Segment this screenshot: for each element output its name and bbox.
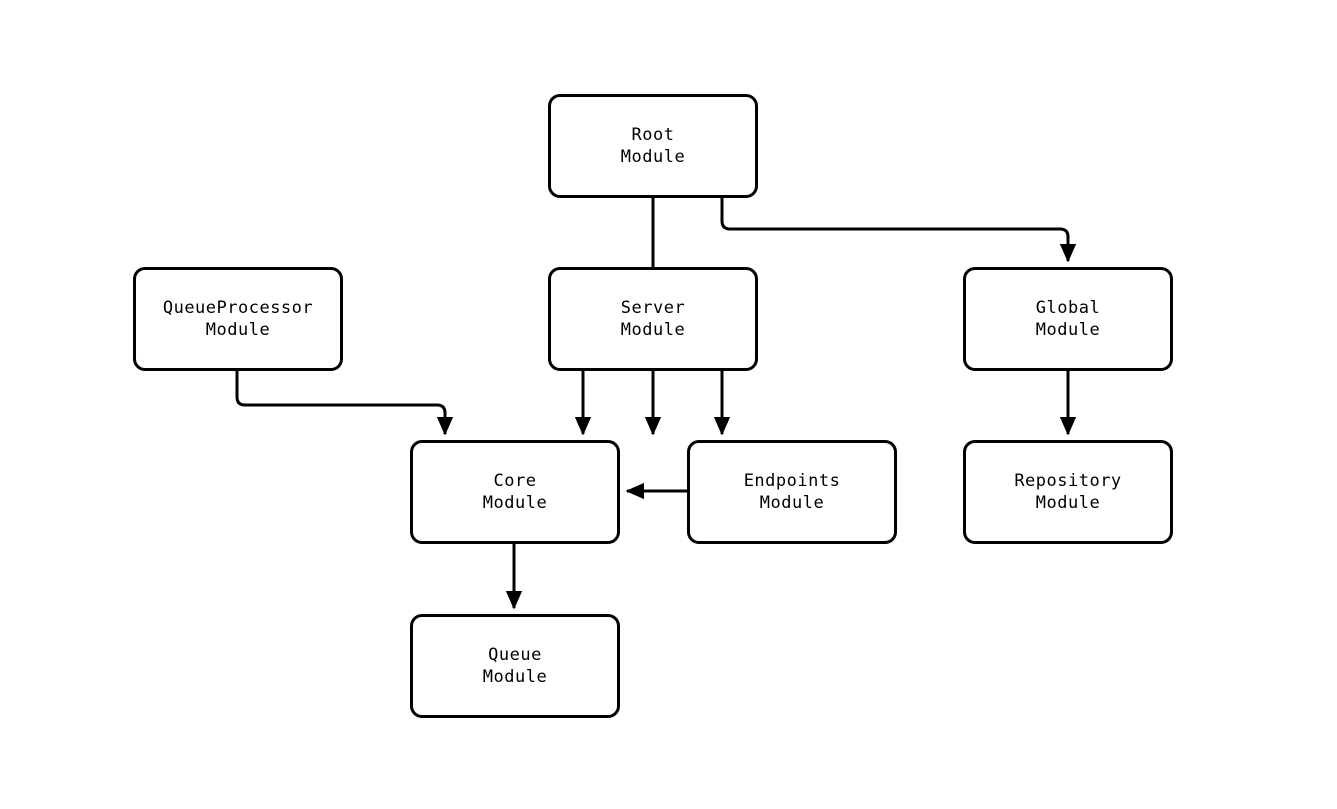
- node-core-module-name: Core: [493, 471, 537, 491]
- node-root-module[interactable]: Root Module: [548, 94, 758, 198]
- edge-queueprocessor-to-core: [235, 371, 454, 436]
- node-global-module-suffix: Module: [1035, 320, 1101, 340]
- edge-root-to-global: [720, 198, 1077, 263]
- node-endpoints-module-name: Endpoints: [743, 471, 841, 491]
- node-server-module-name: Server: [620, 298, 686, 318]
- node-queueprocessor-module-suffix: Module: [205, 320, 271, 340]
- node-root-module-suffix: Module: [620, 147, 686, 167]
- node-repository-module[interactable]: Repository Module: [963, 440, 1173, 544]
- node-global-module-name: Global: [1035, 298, 1101, 318]
- node-endpoints-module-suffix: Module: [759, 493, 825, 513]
- node-global-module[interactable]: Global Module: [963, 267, 1173, 371]
- node-server-module[interactable]: Server Module: [548, 267, 758, 371]
- node-queueprocessor-module-name: QueueProcessor: [162, 298, 314, 318]
- node-queue-module-name: Queue: [488, 645, 542, 665]
- node-queueprocessor-module[interactable]: QueueProcessor Module: [133, 267, 343, 371]
- node-repository-module-name: Repository: [1014, 471, 1122, 491]
- node-repository-module-suffix: Module: [1035, 493, 1101, 513]
- node-queue-module[interactable]: Queue Module: [410, 614, 620, 718]
- node-root-module-name: Root: [631, 125, 675, 145]
- node-server-module-suffix: Module: [620, 320, 686, 340]
- node-core-module-suffix: Module: [482, 493, 548, 513]
- node-core-module[interactable]: Core Module: [410, 440, 620, 544]
- node-endpoints-module[interactable]: Endpoints Module: [687, 440, 897, 544]
- node-queue-module-suffix: Module: [482, 667, 548, 687]
